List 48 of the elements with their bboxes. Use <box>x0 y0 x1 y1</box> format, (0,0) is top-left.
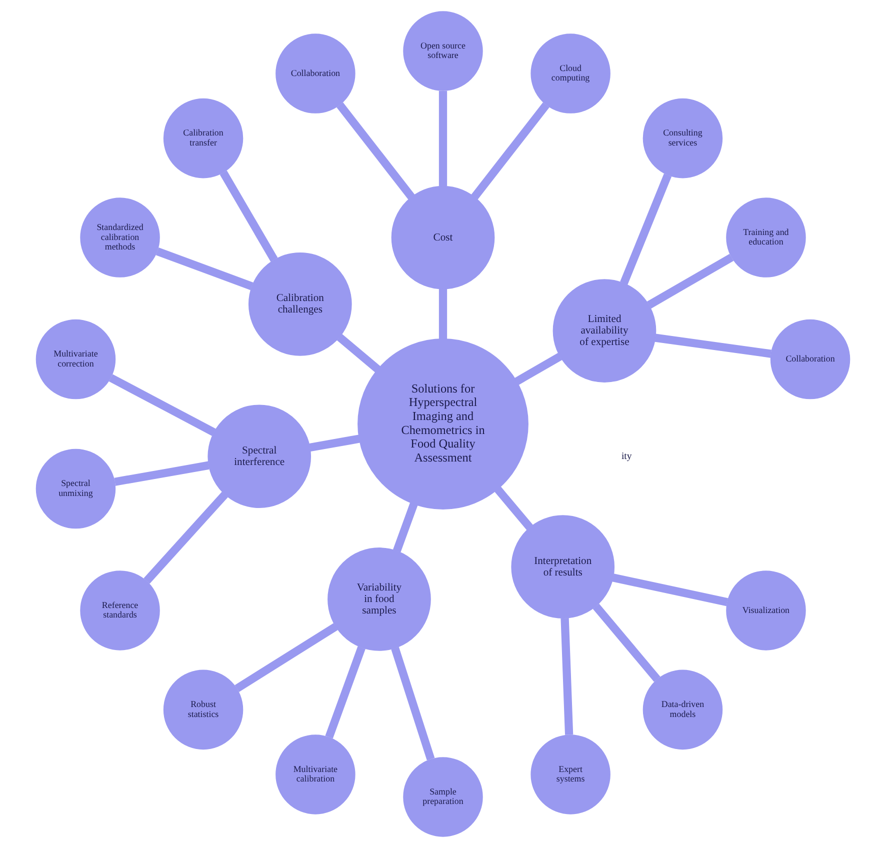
node-circle: Visualization <box>726 570 806 650</box>
connector <box>336 334 380 372</box>
connector <box>470 102 549 200</box>
connector <box>108 374 216 436</box>
connector <box>336 102 414 200</box>
node-circle: Reference standards <box>80 570 160 650</box>
connector <box>612 574 728 606</box>
connector <box>592 604 660 682</box>
node-circle: Consulting services <box>642 98 722 178</box>
connector <box>438 288 447 339</box>
node-circle: Open source software <box>402 11 482 91</box>
node-circle: Sample preparation <box>402 757 482 837</box>
connector <box>438 90 447 186</box>
connector <box>620 174 672 285</box>
node-circle: Interpretation of results <box>510 515 614 619</box>
connector <box>143 492 228 584</box>
connector <box>390 646 434 760</box>
connector <box>654 334 772 358</box>
node-circle: Standardized calibration methods <box>80 198 160 278</box>
connector <box>392 502 418 552</box>
node-circle: Limited availability of expertise <box>552 279 656 382</box>
connector <box>219 170 278 262</box>
node-circle: Calibration challenges <box>248 252 352 356</box>
node-circle: Spectral interference <box>207 404 311 508</box>
node-circle: Robust statistics <box>162 670 243 750</box>
label: ity <box>620 450 632 462</box>
node-circle: Multivariate calibration <box>275 734 355 814</box>
node-circle: Spectral unmixing <box>35 448 116 529</box>
connector <box>646 254 734 309</box>
node-circle: Data-driven models <box>642 670 722 750</box>
connector <box>114 461 209 486</box>
node-circle: Calibration transfer <box>162 98 243 178</box>
node-circle: Variability in food samples <box>327 548 430 651</box>
node-circle: Collaboration <box>275 34 355 114</box>
connector <box>514 352 562 385</box>
node-circle: Training and education <box>726 198 806 278</box>
node-circle: Collaboration <box>770 319 850 400</box>
node-circle: Solutions for Hyperspectral Imaging and Chemometrics in Food Quality Assessment <box>357 338 528 510</box>
node-circle: Cost <box>390 186 494 290</box>
node-circle: Cloud computing <box>530 34 610 114</box>
connector <box>324 646 365 738</box>
connector <box>155 247 253 290</box>
connector <box>494 486 532 530</box>
node-circle: Multivariate correction <box>35 319 116 400</box>
node-circle: Expert systems <box>530 734 610 814</box>
connector <box>308 434 360 452</box>
connector <box>560 618 573 735</box>
connector <box>234 623 338 692</box>
